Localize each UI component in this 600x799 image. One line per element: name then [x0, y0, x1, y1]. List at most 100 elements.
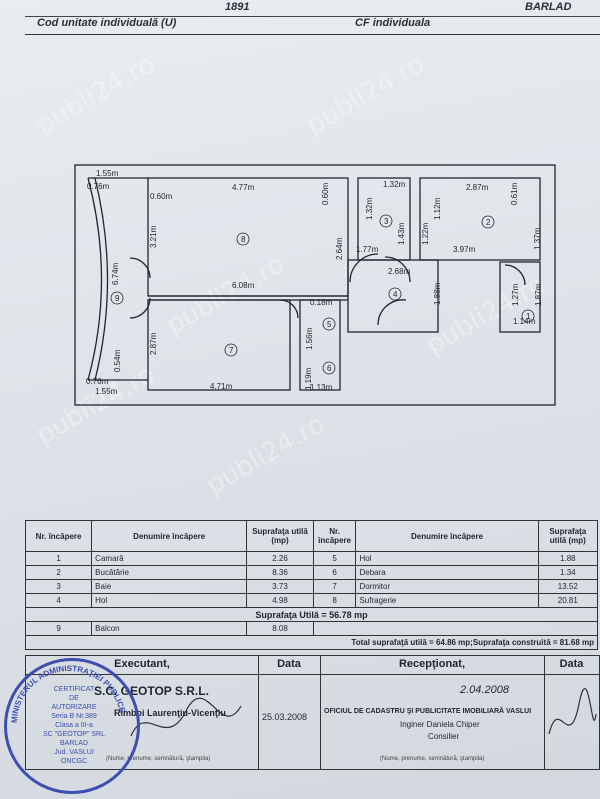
stamp-line: CERTIFICAT	[53, 686, 95, 693]
table-row: 9 Balcon 8.08	[24, 621, 599, 636]
stamp-line: SC "GEOTOP" SRL	[42, 731, 106, 738]
room-numbers: 1 2 3 4 5 6 7 8 9	[115, 217, 531, 373]
header-row-1: 1891 BARLAD	[25, 0, 600, 17]
office-name: OFICIUL DE CADASTRU ŞI PUBLICITATE IMOBI…	[324, 708, 532, 715]
room-nr: 9	[24, 621, 93, 636]
header-table: 1891 BARLAD Cod unitate individuală (U) …	[25, 0, 600, 35]
total-line: Total suprafaţă utilă = 64.86 mp;Suprafa…	[25, 635, 598, 650]
kitchen-wall	[419, 177, 541, 261]
room-name: Hol	[355, 551, 539, 566]
room-number: 8	[241, 235, 246, 244]
date-column-2: Data	[544, 656, 599, 769]
dim-label: 1.32m	[365, 197, 374, 220]
dim-label: 1.32m	[383, 180, 406, 189]
cf-label: CF individuala	[355, 17, 431, 29]
balcony-curve	[87, 177, 103, 381]
dim-label: 0.18m	[310, 298, 333, 307]
room-area: 2.26	[246, 551, 314, 566]
date-label: Data	[544, 656, 599, 675]
table-row: 1 Camară 2.26 5 Hol 1.88	[24, 551, 599, 566]
unit-code-label: Cod unitate individuală (U)	[37, 17, 177, 29]
living-room-wall	[147, 177, 349, 297]
executant-label: Executant,	[26, 656, 258, 675]
room-area: 4.98	[246, 593, 314, 608]
room-area: 3.73	[246, 579, 314, 594]
room-area: 8.08	[246, 621, 314, 636]
room-nr: 3	[24, 579, 93, 594]
table-row: 2 Bucătărie 8.36 6 Debara 1.34	[24, 565, 599, 580]
dim-label: 4.71m	[210, 382, 233, 391]
room-name: Camară	[91, 551, 248, 566]
room-number: 2	[486, 218, 491, 227]
stamp-line: ONCGC	[60, 758, 88, 765]
room-number: 9	[115, 294, 120, 303]
dim-label: 1.88m	[433, 282, 442, 305]
dim-label: 1.12m	[433, 197, 442, 220]
dim-label: 3.21m	[149, 225, 158, 248]
useful-total-row: Suprafaţa Utilă = 56.78 mp	[25, 607, 598, 622]
inspector-name: Inginer Daniela Chiper	[400, 720, 480, 729]
header-city: BARLAD	[525, 1, 572, 13]
dim-label: 6.74m	[111, 262, 120, 285]
dim-label: 0.54m	[113, 349, 122, 372]
room-name: Hol	[91, 593, 248, 608]
handwritten-date: 2.04.2008	[460, 684, 509, 696]
header-area: Suprafaţa utilă (mp)	[537, 520, 599, 552]
inspector-role: Consilier	[428, 732, 460, 741]
dim-label: 1.27m	[511, 283, 520, 306]
room-number: 1	[526, 312, 531, 321]
signature-scribble	[130, 697, 242, 737]
room-number: 3	[384, 217, 389, 226]
date-label: Data	[258, 656, 320, 675]
header-nr: Nr. încăpere	[24, 520, 93, 552]
stamp-line: Seria B Nr.389	[51, 713, 97, 720]
room-number: 6	[327, 364, 332, 373]
signature-scribble	[548, 687, 597, 735]
room-name: Debara	[355, 565, 539, 580]
hall-wall	[347, 259, 439, 333]
dim-label: 3.97m	[453, 245, 476, 254]
dim-label: 2.87m	[149, 332, 158, 355]
dim-label: 1.19m	[304, 367, 313, 390]
table-row: 4 Hol 4.98 8 Sufragerie 20.81	[24, 593, 599, 608]
dim-label: 0.76m	[86, 377, 109, 386]
dim-label: 2.68m	[388, 267, 411, 276]
official-stamp: MINISTERUL ADMINISTRAŢIEI PUBLICE CERTIF…	[4, 658, 140, 794]
stamp-line: DE	[69, 695, 79, 702]
room-name: Balcon	[91, 621, 248, 636]
receptionat-label: Recepţionat,	[320, 656, 544, 675]
floor-plan: 1.55m 0.76m 0.60m 4.77m 0.60m 1.32m 2.87…	[74, 164, 556, 406]
dim-label: 0.60m	[150, 192, 173, 201]
room-nr: 2	[24, 565, 93, 580]
room-nr: 1	[24, 551, 93, 566]
room-area: 20.81	[537, 593, 599, 608]
header-name: Denumire încăpere	[91, 520, 248, 552]
dim-label: 0.60m	[321, 182, 330, 205]
dim-label: 2.64m	[335, 237, 344, 260]
date-value: 25.03.2008	[262, 712, 308, 722]
stamp-line: AUTORIZARE	[51, 704, 97, 711]
room-number: 7	[229, 346, 234, 355]
room-markers	[110, 214, 535, 375]
dim-label: 6.08m	[232, 281, 255, 290]
header-number: 1891	[225, 1, 250, 13]
header-row-2: Cod unitate individuală (U) CF individua…	[25, 16, 600, 34]
plan-frame	[74, 164, 556, 406]
stamp-line: BARLAD	[59, 740, 88, 747]
room-name: Baie	[91, 579, 248, 594]
dim-label: 1.56m	[305, 327, 314, 350]
signature-block: Executant, S.C. GEOTOP S.R.L. Rîmboi Lau…	[25, 655, 600, 770]
room-nr: 4	[24, 593, 93, 608]
dim-label: 1.13m	[310, 383, 333, 392]
room-name: Dormitor	[355, 579, 539, 594]
header-area: Suprafaţa utilă (mp)	[246, 520, 314, 552]
room-name: Bucătărie	[91, 565, 248, 580]
room-nr: 8	[312, 593, 357, 608]
room-nr: 5	[312, 551, 357, 566]
total-row: Total suprafaţă utilă = 64.86 mp;Suprafa…	[25, 635, 598, 650]
bedroom-wall	[147, 299, 291, 391]
header-name: Denumire încăpere	[355, 520, 539, 552]
dim-label: 0.76m	[87, 182, 110, 191]
dimension-labels: 1.55m 0.76m 0.60m 4.77m 0.60m 1.32m 2.87…	[86, 169, 543, 396]
